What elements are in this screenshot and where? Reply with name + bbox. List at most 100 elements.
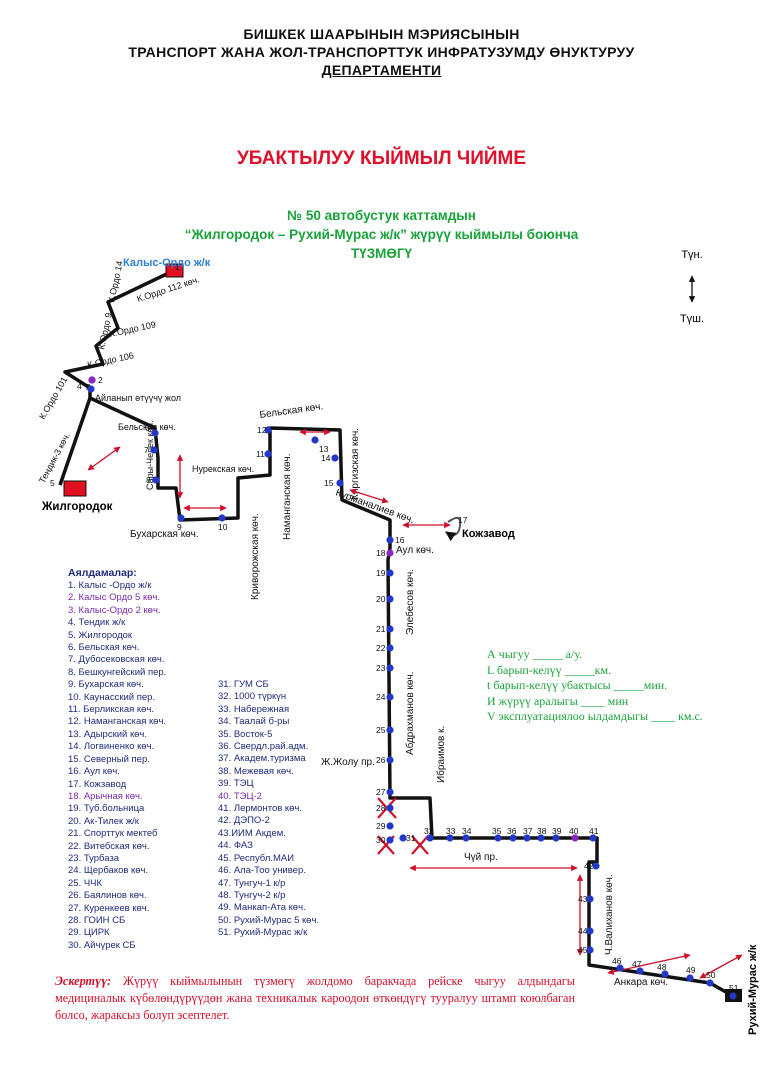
bus-stop-number: 29: [376, 821, 386, 831]
header-line-3-text: ДЕПАРТАМЕНТИ: [321, 62, 442, 78]
bus-stop-number: 28: [376, 803, 386, 813]
bus-stop-number: 32: [424, 826, 434, 836]
bus-stop-marker: [331, 454, 339, 462]
bus-stop-marker: [88, 376, 96, 384]
bus-stop-marker: [661, 970, 669, 978]
bus-stop-number: 42: [584, 861, 594, 871]
bus-stop-number: 33: [446, 826, 456, 836]
subtitle-line-1: № 50 автобустук каттамдын: [287, 208, 476, 223]
legend-item: 18. Арычная көч.: [68, 790, 143, 802]
legend-item: 50. Рухий-Мурас 5 көч.: [218, 914, 320, 926]
bus-stop-marker: [386, 726, 394, 734]
legend-item: 38. Межевая көч.: [218, 765, 294, 777]
bus-stop-marker: [386, 756, 394, 764]
bus-stop-marker: [586, 946, 594, 954]
terminal-end-label: Рухий-Мурас ж/к: [747, 944, 759, 1035]
bus-stop-number: 15: [324, 478, 334, 488]
legend-item: 29. ЦИРК: [68, 927, 110, 939]
street-kurmanaliev: Курманалиев көч.: [334, 487, 416, 526]
bus-stop-number: 13: [319, 444, 329, 454]
legend-item: 35. Восток-5: [218, 728, 273, 740]
legend-item: 17. Кожзавод: [68, 778, 127, 790]
legend-item: 10. Каунасский пер.: [68, 691, 156, 703]
bus-stop-marker: [386, 788, 394, 796]
bus-stop-number: 14: [321, 453, 331, 463]
bus-stop-marker: [386, 595, 394, 603]
bus-stop-marker: [311, 436, 319, 444]
bus-stop-marker: [218, 514, 226, 522]
header-line-1: БИШКЕК ШААРЫНЫН МЭРИЯСЫНЫН: [243, 26, 520, 42]
bus-stop-marker: [729, 992, 737, 1000]
bus-stop-number: 41: [589, 826, 599, 836]
bus-stop-number: 21: [376, 624, 386, 634]
bus-stop-number: 37: [523, 826, 533, 836]
bus-stop-marker: [386, 536, 394, 544]
street-kordo101: К.Ордо 101: [37, 375, 69, 421]
bus-stop-marker: [264, 450, 272, 458]
bus-stop-number: 17: [458, 515, 468, 525]
legend-item: 7. Дубосековская көч.: [68, 654, 165, 666]
legend-title: Аялдамалар:: [68, 567, 137, 579]
legend-item: 16. Аул көч.: [68, 766, 120, 778]
footnote: Эскертүү: Жүрүү кыймылынын түзмөгү жолдо…: [55, 973, 575, 1024]
bus-stop-marker: [386, 569, 394, 577]
bus-stop-number: 43: [578, 894, 588, 904]
bus-stop-marker: [446, 834, 454, 842]
bus-stop-number: 46: [612, 956, 622, 966]
street-kordo112: К.Ордо 112 көч.: [136, 274, 201, 304]
street-tendik: Тендик-3 көч.: [37, 431, 72, 485]
bus-stop-marker: [636, 967, 644, 975]
bus-stop-marker: [592, 862, 600, 870]
legend-item: 49. Манкап-Ата көч.: [218, 902, 306, 914]
bus-stop-number: 6: [145, 423, 150, 433]
street-buharskaya: Бухарская көч.: [130, 529, 199, 540]
legend-item: 3. Калыс-Ордо 2 көч.: [68, 604, 161, 616]
bus-stop-marker: [386, 693, 394, 701]
bus-stop-marker: [509, 834, 517, 842]
bus-stop-marker: [523, 834, 531, 842]
bus-stop-number: 40: [569, 826, 579, 836]
legend-item: 23. Турбаза: [68, 852, 120, 864]
document-title: УБАКТЫЛУУ КЫЙМЫЛ ЧИЙМЕ: [236, 148, 527, 169]
bus-stop-marker: [686, 974, 694, 982]
subtitle-line-3: ТҮЗМӨГҮ: [350, 246, 413, 261]
legend-item: 43.ИИМ Акдем.: [218, 827, 286, 839]
header-line-2: ТРАНСПОРТ ЖАНА ЖОЛ-ТРАНСПОРТТУК ИНФРАТУЗ…: [128, 44, 635, 60]
legend-item: 42. ДЭПО-2: [218, 815, 270, 827]
bus-stops: 1234567891011121314151617181920212223242…: [50, 262, 739, 1000]
legend-item: 33. Набережная: [218, 703, 290, 715]
route-line: [63, 268, 734, 998]
bus-stop-marker: [264, 426, 272, 434]
legend-item: 21. Спорттук мектеб: [68, 828, 158, 840]
legend-item: 51. Рухий-Мурас ж/к: [218, 927, 308, 939]
footnote-label: Эскертүү:: [55, 974, 112, 988]
bus-stop-marker: [462, 834, 470, 842]
bus-stop-number: 50: [706, 970, 716, 980]
legend-item: 25. ЧЧК: [68, 877, 103, 889]
bus-stop-number: 25: [376, 725, 386, 735]
legend-item: 24. Щербаков көч.: [68, 865, 149, 877]
bus-stop-number: 47: [632, 959, 642, 969]
footnote-text: Жүрүү кыймылынын түзмөгү жолдомо баракча…: [55, 974, 575, 1022]
bus-stop-number: 35: [492, 826, 502, 836]
legend-item: 11. Берликская көч.: [68, 704, 154, 716]
bus-stop-number: 36: [507, 826, 517, 836]
street-chui: Чүй пр.: [464, 852, 498, 863]
bus-stop-marker: [586, 927, 594, 935]
bus-stop-number: 34: [462, 826, 472, 836]
bus-stop-number: 5: [50, 478, 55, 488]
bus-stop-number: 10: [218, 522, 228, 532]
bus-stop-marker: [152, 476, 160, 484]
bus-stop-marker: [386, 625, 394, 633]
bus-stop-number: 23: [376, 663, 386, 673]
street-ibraimov: Ибраимов к.: [435, 726, 447, 783]
terminal-start-marker: [63, 480, 87, 497]
bus-stop-marker: [386, 822, 394, 830]
bus-stop-marker: [386, 836, 394, 844]
bus-stop-number: 8: [146, 475, 151, 485]
terminal-north-label: Калыс-Ордо ж/к: [123, 257, 211, 269]
legend-item: 4. Тендик ж/к: [68, 617, 126, 629]
legend-item: 39. ТЭЦ: [218, 778, 254, 790]
